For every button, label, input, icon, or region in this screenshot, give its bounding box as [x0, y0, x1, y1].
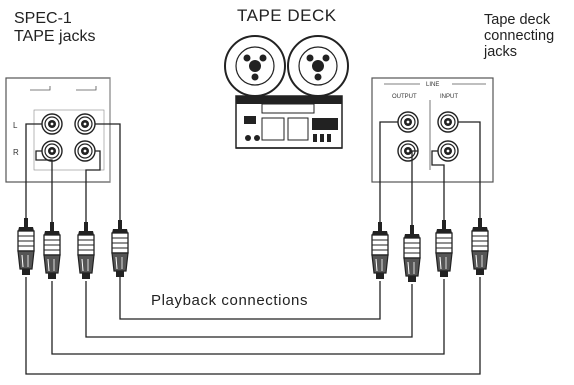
- playback-cables: [25, 277, 481, 375]
- left-jack-leads: [25, 123, 121, 222]
- rca-plug-right-4[interactable]: [471, 217, 489, 276]
- rca-plug-left-4[interactable]: [111, 219, 129, 278]
- rca-plug-right-3[interactable]: [435, 219, 453, 278]
- spec-jack-r-2[interactable]: [74, 140, 96, 162]
- spec-title-line-1: SPEC-1: [14, 10, 72, 27]
- spec-jack-r-1[interactable]: [41, 140, 63, 162]
- rca-plug-left-2[interactable]: [43, 221, 61, 280]
- cable-1: [119, 277, 381, 320]
- rca-plug-right-2[interactable]: [403, 224, 421, 283]
- right-title-line-2: connecting: [484, 28, 555, 45]
- input-label: INPUT: [440, 94, 458, 100]
- rca-plug-left-1[interactable]: [17, 217, 35, 276]
- spec-jack-l-1[interactable]: [41, 113, 63, 135]
- rca-plug-right-1[interactable]: [371, 221, 389, 280]
- right-title-line-1: Tape deck: [484, 12, 551, 28]
- tape-deck-title: TAPE DECK: [237, 6, 337, 25]
- playback-caption: Playback connections: [151, 292, 309, 309]
- line-group-label: LINE: [426, 82, 439, 88]
- spec-jacks-title: SPEC-1 TAPE jacks: [14, 10, 96, 46]
- deck-output-jack-l[interactable]: [397, 111, 419, 133]
- cable-2: [85, 281, 413, 338]
- cable-3: [51, 279, 445, 355]
- tape-deck-illustration: [224, 35, 349, 149]
- rca-plug-left-3[interactable]: [77, 221, 95, 280]
- deck-input-jack-r[interactable]: [437, 140, 459, 162]
- deck-jacks-title: Tape deck connecting jacks: [484, 12, 554, 61]
- channel-r-label: R: [13, 148, 19, 157]
- deck-input-jack-l[interactable]: [437, 111, 459, 133]
- right-title-line-3: jacks: [484, 44, 518, 61]
- output-label: OUTPUT: [392, 94, 417, 100]
- right-jack-leads: [379, 121, 481, 225]
- cable-4: [25, 277, 481, 375]
- spec-title-line-2: TAPE jacks: [14, 27, 96, 45]
- tape-deck-jack-panel: LINE OUTPUT INPUT: [371, 77, 494, 183]
- spec-jack-l-2[interactable]: [74, 113, 96, 135]
- spec-jack-panel: L R: [5, 77, 111, 183]
- channel-l-label: L: [13, 121, 18, 130]
